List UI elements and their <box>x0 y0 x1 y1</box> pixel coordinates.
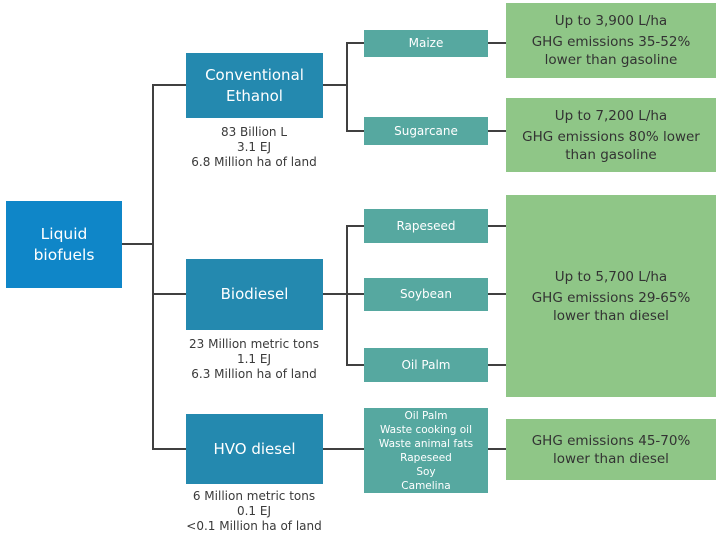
yield-text: Up to 3,900 L/ha <box>554 13 668 29</box>
connector-line <box>488 364 506 366</box>
outcome-box-sugarcane: Up to 7,200 L/ha GHG emissions 80% lower… <box>506 98 716 172</box>
feedstock-line: Rapeseed <box>400 451 452 464</box>
root-node-label: Liquid biofuels <box>33 224 95 264</box>
connector-line <box>346 42 348 132</box>
connector-line <box>488 448 506 450</box>
feedstock-line: Oil Palm <box>404 409 448 422</box>
connector-line <box>323 448 364 450</box>
connector-line <box>488 130 506 132</box>
connector-line <box>488 225 506 227</box>
node-label: Rapeseed <box>396 218 456 233</box>
stat-line: 23 Million metric tons <box>189 337 319 351</box>
ghg-text: GHG emissions 80% lower <box>522 128 700 145</box>
connector-line <box>488 293 506 295</box>
connector-line <box>346 225 348 366</box>
stat-line: 6.3 Million ha of land <box>191 367 317 381</box>
connector-line <box>323 293 348 295</box>
feedstock-line: Camelina <box>401 479 451 492</box>
node-biodiesel: Biodiesel <box>186 259 323 330</box>
connector-line <box>347 364 364 366</box>
feedstock-line: Waste cooking oil <box>379 423 473 436</box>
feedstock-line: Waste animal fats <box>378 437 474 450</box>
yield-text: Up to 5,700 L/ha <box>554 268 668 285</box>
connector-line <box>347 130 364 132</box>
node-feedstock-oil-palm: Oil Palm <box>364 348 488 382</box>
outcome-box-maize: Up to 3,900 L/ha GHG emissions 35-52% lo… <box>506 3 716 78</box>
node-feedstock-hvo-mix: Oil Palm Waste cooking oil Waste animal … <box>364 408 488 493</box>
node-label: Maize <box>408 36 444 51</box>
node-feedstock-rapeseed: Rapeseed <box>364 209 488 243</box>
node-label: Soybean <box>399 287 453 302</box>
connector-line <box>347 42 364 44</box>
node-label: Sugarcane <box>394 123 458 138</box>
node-label: Conventional Ethanol <box>205 66 304 105</box>
stat-line: 0.1 EJ <box>236 504 272 518</box>
feedstock-line: Soy <box>416 465 436 478</box>
stats-hvo-diesel: 6 Million metric tons 0.1 EJ <0.1 Millio… <box>159 489 349 534</box>
ghg-text: lower than diesel <box>553 450 669 467</box>
connector-line <box>153 293 186 295</box>
stat-line: 1.1 EJ <box>236 352 272 366</box>
ghg-text: GHG emissions 29-65% <box>531 289 691 306</box>
node-label: Biodiesel <box>220 285 289 304</box>
connector-line <box>152 84 154 450</box>
connector-line <box>347 225 364 227</box>
connector-line <box>153 84 186 86</box>
outcome-box-hvo: GHG emissions 45-70% lower than diesel <box>506 419 716 480</box>
stat-line: 83 Billion L <box>220 125 288 139</box>
node-conventional-ethanol: Conventional Ethanol <box>186 53 323 118</box>
node-feedstock-maize: Maize <box>364 30 488 57</box>
ghg-text: than gasoline <box>565 146 657 163</box>
connector-line <box>122 243 153 245</box>
stat-line: 6 Million metric tons <box>192 489 316 503</box>
stat-line: 6.8 Million ha of land <box>191 155 317 169</box>
connector-line <box>153 448 186 450</box>
root-node-liquid-biofuels: Liquid biofuels <box>6 201 122 288</box>
node-label: HVO diesel <box>213 439 296 458</box>
stat-line: <0.1 Million ha of land <box>186 519 322 533</box>
connector-line <box>488 42 506 44</box>
stats-conventional-ethanol: 83 Billion L 3.1 EJ 6.8 Million ha of la… <box>159 125 349 170</box>
node-feedstock-sugarcane: Sugarcane <box>364 117 488 145</box>
connector-line <box>347 293 364 295</box>
ghg-text: GHG emissions 35-52% <box>531 34 691 50</box>
node-hvo-diesel: HVO diesel <box>186 414 323 484</box>
ghg-text: lower than diesel <box>553 307 669 324</box>
outcome-box-biodiesel: Up to 5,700 L/ha GHG emissions 29-65% lo… <box>506 195 716 397</box>
stat-line: 3.1 EJ <box>236 140 272 154</box>
connector-line <box>323 84 348 86</box>
node-label: Oil Palm <box>401 357 451 372</box>
ghg-text: lower than gasoline <box>544 52 678 68</box>
ghg-text: GHG emissions 45-70% <box>531 432 691 449</box>
node-feedstock-soybean: Soybean <box>364 278 488 311</box>
yield-text: Up to 7,200 L/ha <box>554 107 668 124</box>
stats-biodiesel: 23 Million metric tons 1.1 EJ 6.3 Millio… <box>159 337 349 382</box>
